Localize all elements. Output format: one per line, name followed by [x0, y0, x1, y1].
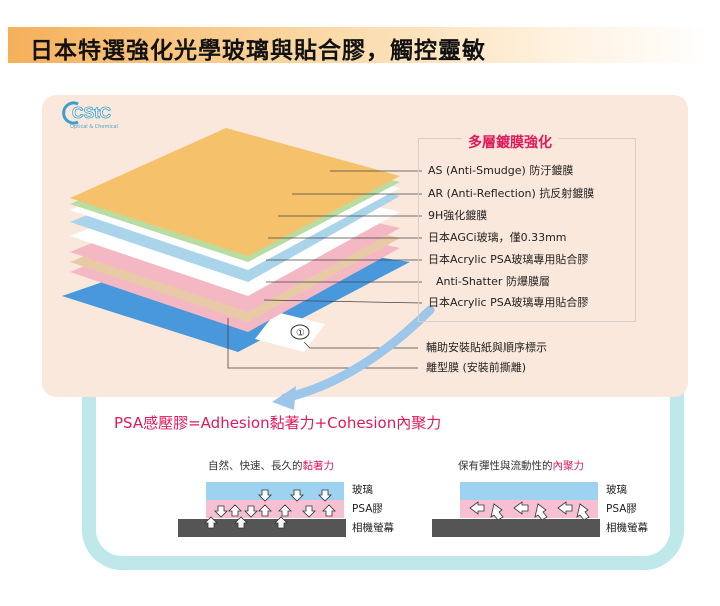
layer-label-shatter: Anti-Shatter 防爆膜層: [436, 275, 550, 288]
layer-label-ar: AR (Anti-Reflection) 抗反射鍍膜: [428, 187, 595, 200]
adhesion-screen: [178, 519, 346, 537]
layer-label-glass: 日本AGCi玻璃，僅0.33mm: [428, 231, 567, 244]
logo-text: CStC: [72, 105, 112, 122]
adhesion-label-glass: 玻璃: [352, 484, 373, 496]
sticker-tab: [255, 312, 325, 352]
arrow-to-psa: [280, 305, 435, 403]
cohesion-label-psa: PSA膠: [606, 503, 637, 515]
label-release-film: 離型膜 (安裝前撕離): [426, 361, 527, 374]
callout-title: 多層鍍膜強化: [462, 132, 558, 154]
adhesion-caption-prefix: 自然、快速、長久的: [208, 460, 303, 472]
cohesion-label-glass: 玻璃: [606, 484, 627, 496]
cohesion-glass: [460, 482, 598, 500]
psa-formula: PSA感壓膠=Adhesion黏著力+Cohesion內聚力: [114, 414, 442, 432]
layer-label-as: AS (Anti-Smudge) 防汙鍍膜: [428, 164, 574, 177]
as-layer: [70, 128, 400, 256]
adhesion-glass: [206, 482, 344, 500]
adhesion-label-screen: 相機螢幕: [352, 522, 394, 534]
cohesion-caption-prefix: 保有彈性與流動性的: [458, 460, 553, 472]
cohesion-caption-highlight: 內聚力: [552, 460, 585, 472]
adhesion-label-psa: PSA膠: [352, 503, 383, 515]
cohesion-arrows: [469, 501, 590, 521]
layer-label-psa-upper: 日本Acrylic PSA玻璃專用貼合膠: [428, 253, 589, 266]
label-sticker: 輔助安裝貼紙與順序標示: [426, 341, 547, 354]
title-band: [8, 27, 712, 63]
logo-subtitle: Optical & Chemical: [70, 124, 118, 130]
adhesion-caption: 自然、快速、長久的黏著力: [208, 458, 334, 473]
layer-label-psa-lower: 日本Acrylic PSA玻璃專用貼合膠: [428, 296, 589, 309]
arrow-head-icon: [272, 386, 296, 410]
sticker-number: ①: [296, 328, 305, 339]
adhesion-psa: [206, 500, 344, 518]
page-title: 日本特選強化光學玻璃與貼合膠，觸控靈敏: [30, 38, 486, 64]
adhesion-arrows: [204, 489, 336, 529]
adhesion-caption-highlight: 黏著力: [302, 460, 335, 472]
cohesion-screen: [432, 519, 600, 537]
sticker-number-circle: [290, 324, 310, 340]
brand-logo: CStC Optical & Chemical: [58, 100, 128, 130]
logo-mark-icon: CStC: [62, 101, 112, 125]
cohesion-label-screen: 相機螢幕: [606, 522, 648, 534]
cohesion-caption: 保有彈性與流動性的內聚力: [458, 458, 584, 473]
layer-label-9h: 9H強化鍍膜: [428, 209, 488, 222]
